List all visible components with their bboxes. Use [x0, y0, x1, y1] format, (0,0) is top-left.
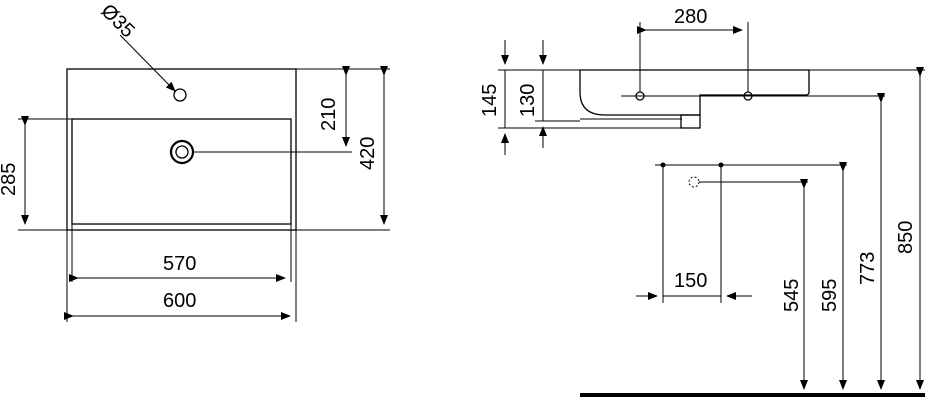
hole-diameter-label: Ø35: [96, 0, 138, 42]
side-view: 280 145 130 150 545 595: [479, 6, 925, 397]
dim-850-label: 850: [895, 221, 917, 254]
dim-595-label: 595: [819, 279, 841, 312]
basin-outline: [66, 68, 297, 231]
dim-600-label: 600: [163, 290, 196, 312]
tap-hole: [173, 88, 187, 102]
waste-inner: [175, 145, 189, 159]
waste-hole-dashed: [688, 176, 700, 188]
waste-outer: [169, 139, 195, 165]
dim-210-label: 210: [318, 98, 340, 131]
plan-view: Ø35 210 420 285 570 600: [0, 0, 390, 322]
basin-profile: [579, 69, 810, 116]
dim-420-label: 420: [357, 137, 379, 170]
dim-130-label: 130: [517, 84, 539, 117]
dim-280-label: 280: [674, 6, 707, 28]
waste-outlet: [680, 114, 701, 129]
dim-570-label: 570: [163, 253, 196, 275]
dim-145-label: 145: [479, 84, 501, 117]
dim-545-label: 545: [781, 279, 803, 312]
hole-leader: [119, 34, 176, 92]
dim-773-label: 773: [857, 252, 879, 285]
bowl-outline: [71, 118, 292, 225]
dim-150-label: 150: [674, 270, 707, 292]
dim-285-label: 285: [0, 163, 20, 196]
